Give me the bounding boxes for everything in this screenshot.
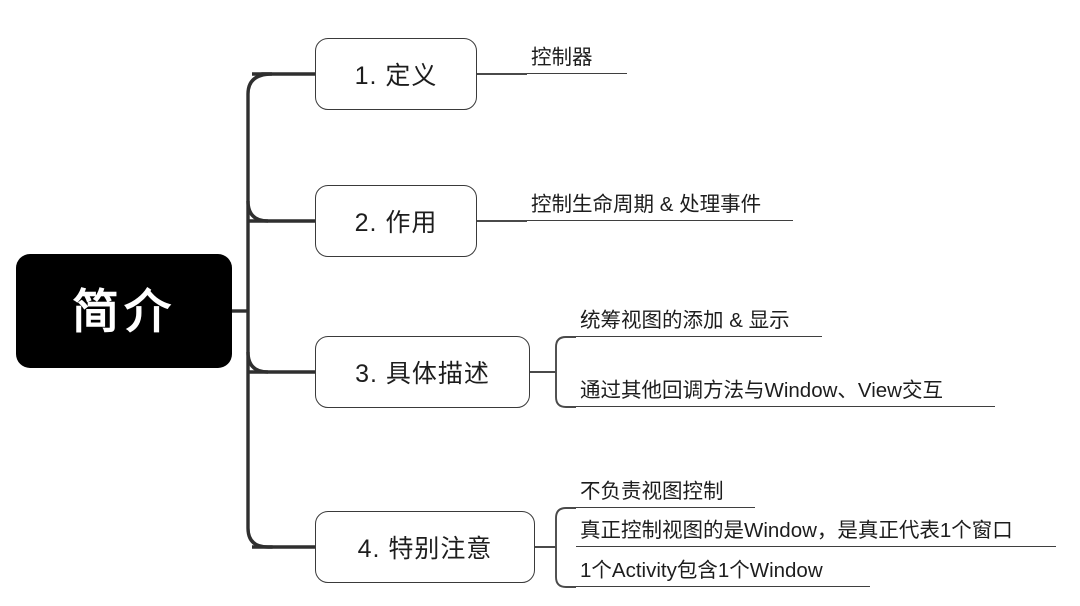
branch-node-1[interactable]: 1. 定义 [315, 38, 477, 110]
leaf-4-1-text: 不负责视图控制 [580, 480, 724, 504]
leaf-4-2-text: 真正控制视图的是Window，是真正代表1个窗口 [580, 519, 1013, 543]
leaf-3-1-rule [576, 336, 822, 337]
leaf-2-1[interactable]: 控制生命周期 & 处理事件 [527, 189, 793, 221]
leaf-1-1[interactable]: 控制器 [527, 42, 627, 74]
leaf-4-1[interactable]: 不负责视图控制 [576, 476, 755, 508]
leaf-4-1-rule [576, 507, 755, 508]
leaf-3-1-text: 统筹视图的添加 & 显示 [580, 309, 790, 333]
root-node[interactable]: 简介 [16, 254, 232, 368]
leaf-3-2[interactable]: 通过其他回调方法与Window、View交互 [576, 375, 995, 407]
leaf-3-1[interactable]: 统筹视图的添加 & 显示 [576, 305, 822, 337]
leaf-3-2-rule [576, 406, 995, 407]
leaf-4-3-text: 1个Activity包含1个Window [580, 559, 823, 583]
leaf-4-2[interactable]: 真正控制视图的是Window，是真正代表1个窗口 [576, 515, 1056, 547]
leaf-3-2-text: 通过其他回调方法与Window、View交互 [580, 379, 943, 403]
leaf-1-1-rule [527, 73, 627, 74]
leaf-1-1-text: 控制器 [531, 46, 593, 70]
leaf-4-2-rule [576, 546, 1056, 547]
branch-node-4[interactable]: 4. 特别注意 [315, 511, 535, 583]
branch-node-2[interactable]: 2. 作用 [315, 185, 477, 257]
branch-node-1-label: 1. 定义 [354, 62, 438, 90]
branch-node-3-label: 3. 具体描述 [355, 360, 490, 388]
branch-node-2-label: 2. 作用 [354, 209, 438, 237]
leaf-2-1-text: 控制生命周期 & 处理事件 [531, 193, 762, 217]
branch-node-3[interactable]: 3. 具体描述 [315, 336, 530, 408]
leaf-4-3-rule [576, 586, 870, 587]
leaf-2-1-rule [527, 220, 793, 221]
branch-node-4-label: 4. 特别注意 [357, 535, 493, 563]
leaf-4-3[interactable]: 1个Activity包含1个Window [576, 555, 870, 587]
root-node-label: 简介 [72, 284, 176, 338]
